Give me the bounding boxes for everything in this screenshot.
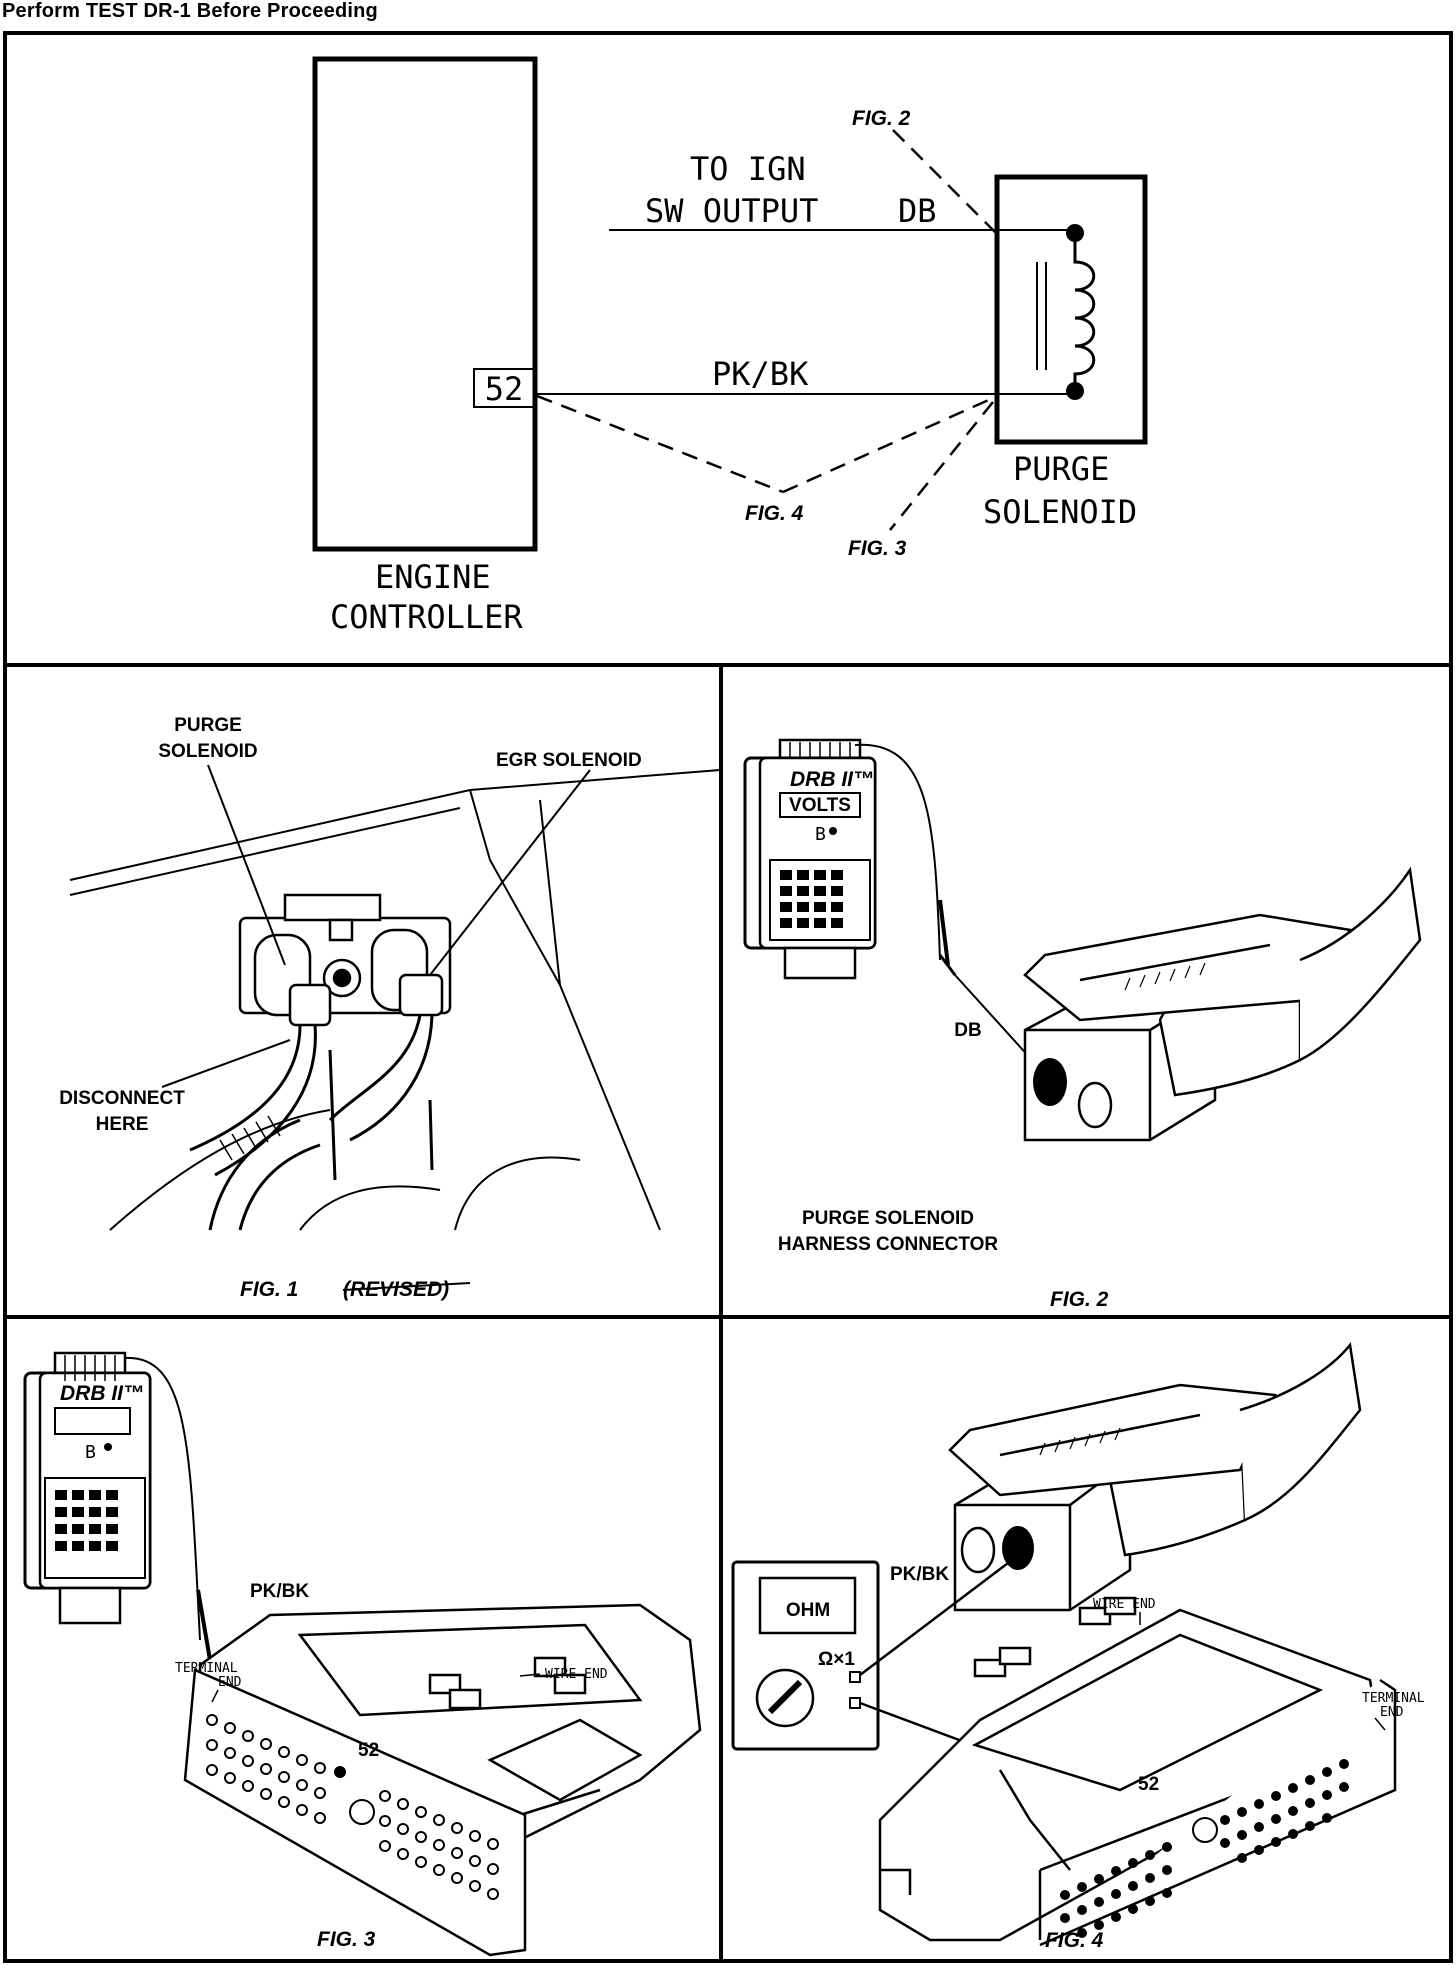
engine-controller-box [312, 56, 538, 552]
wire-color-label: PK/BK [712, 355, 809, 393]
fig3-terminal-end-line1: TERMINAL [175, 1661, 238, 1676]
fig2-connector-label-line2: HARNESS CONNECTOR [778, 1234, 999, 1255]
fig4-callout: FIG. 4 [745, 502, 804, 525]
fig4-ohmmeter [731, 1560, 880, 1751]
pin-52-label: 52 [485, 370, 524, 408]
purge-solenoid-box [994, 174, 1148, 445]
fig2-connector-label-line1: PURGE SOLENOID [802, 1208, 974, 1229]
db-label: DB [898, 192, 937, 230]
solenoid-label-line2: SOLENOID [983, 493, 1137, 531]
fig1-egr-label: EGR SOLENOID [496, 750, 642, 771]
fig2-callout: FIG. 2 [852, 107, 911, 130]
fig4-terminal-end-line1: TERMINAL [1362, 1691, 1425, 1706]
fig4-wire-end-label: WIRE END [1093, 1597, 1156, 1612]
fig1-disconnect-label-line1: DISCONNECT [59, 1088, 185, 1109]
fig1-purge-label-line2: SOLENOID [158, 741, 257, 762]
fig4-pin-label: 52 [1138, 1774, 1159, 1795]
fig2-caption: FIG. 2 [1050, 1288, 1109, 1311]
fig3-pin-label: 52 [358, 1740, 379, 1761]
fig3-callout: FIG. 3 [848, 537, 907, 560]
fig2-tool-display: VOLTS [789, 795, 851, 816]
fig4-terminal-end-line2: END [1380, 1705, 1404, 1720]
fig4-meter-range: Ω×1 [818, 1649, 855, 1670]
fig3-panel: DRB II™ B [23, 1351, 702, 1957]
fig3-caption: FIG. 3 [317, 1928, 376, 1951]
fig3-wire-label: PK/BK [250, 1581, 309, 1602]
ign-label-line2: SW OUTPUT [645, 192, 818, 230]
wiring-schematic: 52 FIG. 2 TO IGN SW OUTPUT DB PK/BK PURG… [312, 56, 1148, 636]
fig1-panel: PURGE SOLENOID EGR SOLENOID DISCONNECT H… [59, 715, 721, 1301]
fig1-disconnect-label-line2: HERE [96, 1114, 149, 1135]
fig4-wire-label: PK/BK [890, 1564, 949, 1585]
page-header: Perform TEST DR-1 Before Proceeding [2, 0, 378, 22]
solenoid-label-line1: PURGE [1013, 450, 1109, 488]
fig4-meter-display: OHM [786, 1600, 830, 1621]
fig1-caption: FIG. 1 [240, 1278, 298, 1301]
pin-52-box [473, 368, 535, 408]
fig2-tool-brand: DRB II™ [790, 768, 874, 791]
fig1-revised-note: (REVISED) [343, 1278, 449, 1301]
fig3-wire-end-label: WIRE END [545, 1667, 608, 1682]
page-frame [3, 31, 1453, 1963]
fig2-db-label: DB [954, 1020, 981, 1041]
fig2-panel: DRB II™ VOLTS B DB PURGE SOLENOID HARNES… [743, 738, 1422, 1311]
controller-label-line2: CONTROLLER [330, 598, 523, 636]
fig3-terminal-end-line2: END [218, 1675, 242, 1690]
controller-label-line1: ENGINE [375, 558, 491, 596]
fig4-caption: FIG. 4 [1045, 1929, 1104, 1952]
svg-text:B: B [815, 824, 826, 845]
fig1-purge-label-line1: PURGE [174, 715, 242, 736]
fig4-panel: OHM Ω×1 [731, 1341, 1425, 1952]
fig3-tool-brand: DRB II™ [60, 1382, 144, 1405]
svg-text:B: B [85, 1442, 96, 1463]
fig2-drb-tester [743, 738, 877, 980]
ign-label-line1: TO IGN [690, 150, 806, 188]
